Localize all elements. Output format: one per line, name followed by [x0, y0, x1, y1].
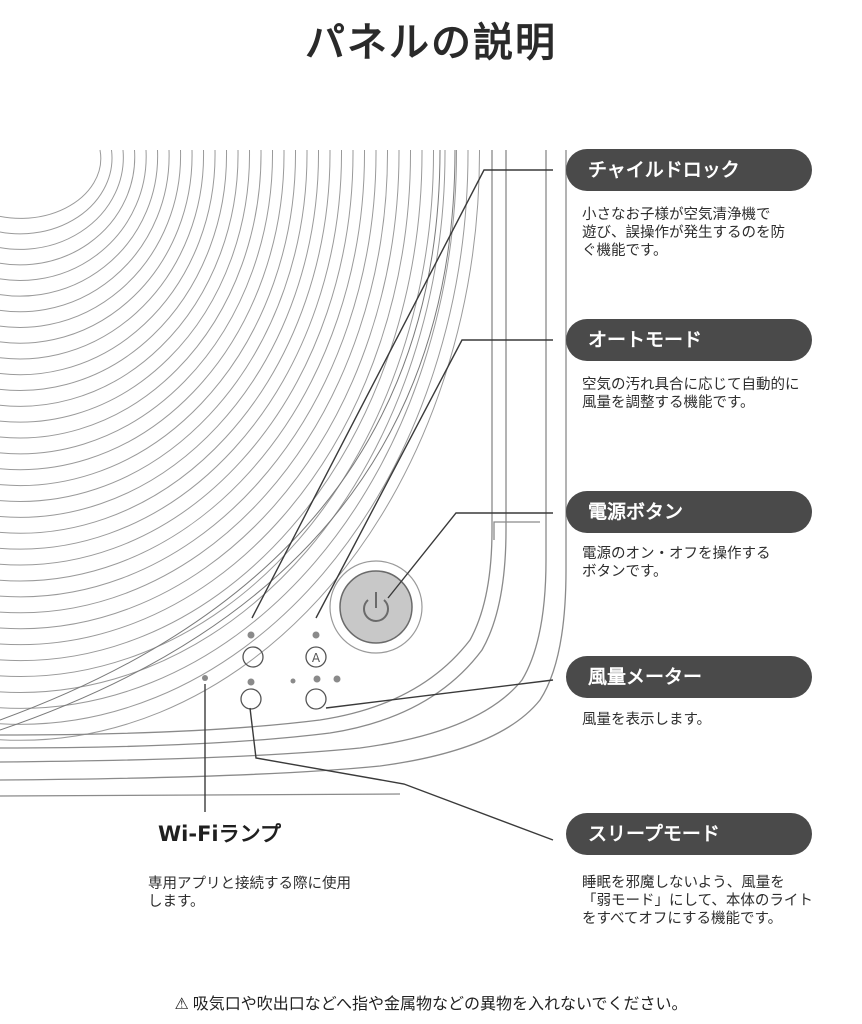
- grille-arc: [0, 149, 389, 614]
- control-panel: A: [202, 560, 423, 710]
- wifi-lamp-description: 専用アプリと接続する際に使用 します。: [148, 876, 351, 910]
- auto-mode-description: 空気の汚れ具合に応じて自動的に 風量を調整する機能です。: [582, 377, 800, 411]
- grille-arc: [0, 149, 446, 693]
- grille-arc: [0, 149, 251, 423]
- grille-arc: [0, 149, 354, 566]
- grille-rim: [0, 149, 441, 721]
- warning-triangle-icon: ⚠: [174, 994, 189, 1013]
- grille-arc: [0, 149, 274, 455]
- grille-arc: [0, 149, 285, 471]
- fan-led-2: [313, 675, 321, 683]
- grille-arc: [0, 149, 435, 677]
- grille-arc: [0, 149, 377, 598]
- grille-arc: [0, 149, 147, 281]
- callout-power-button: 電源ボタン: [566, 491, 812, 533]
- grille-arc: [0, 149, 239, 407]
- callout-child-lock: チャイルドロック: [566, 149, 812, 191]
- sleep-mode-description: 睡眠を邪魔しないよう、風量を 「弱モード」にして、本体のライト をすべてオフにす…: [582, 875, 813, 927]
- grille-arc: [0, 149, 320, 518]
- grille-arc: [0, 149, 102, 219]
- child-lock-icon: [242, 646, 264, 668]
- grille-arc: [0, 149, 366, 582]
- power-button-ring: [329, 560, 423, 654]
- page-title: パネルの説明: [305, 20, 557, 66]
- leader-lines: [204, 169, 554, 841]
- grille-arc: [0, 149, 308, 502]
- warning-text: 吸気口や吹出口などへ指や金属物などの異物を入れないでください。: [192, 994, 688, 1013]
- callout-sleep-mode: スリープモード: [566, 813, 812, 855]
- grille-arc: [0, 149, 113, 235]
- grille-arc: [0, 149, 216, 376]
- grille-arc: [0, 149, 228, 391]
- fan-icon: [305, 688, 327, 710]
- fan-led-1: [290, 678, 296, 684]
- auto-mode-led: [312, 631, 320, 639]
- callout-auto-mode: オートモード: [566, 319, 812, 361]
- grille-arc: [0, 149, 136, 266]
- device-outline: [0, 150, 567, 797]
- child-lock-description: 小さなお子様が空気清浄機で 遊び、誤操作が発生するのを防 ぐ機能です。: [582, 207, 785, 259]
- auto-a-glyph: A: [312, 651, 321, 665]
- fan-led-3: [333, 675, 341, 683]
- grille-arc: [0, 149, 170, 313]
- grille-arc: [0, 149, 400, 630]
- grille-rim: [0, 149, 456, 731]
- grille-arc: [0, 149, 343, 550]
- grille-arc: [0, 149, 297, 487]
- fan-grille: [0, 149, 481, 741]
- sleep-led: [247, 678, 255, 686]
- sleep-moon-icon: [240, 688, 262, 710]
- wifi-lamp-label: Wi-Fiランプ: [158, 822, 281, 846]
- power-icon: [363, 592, 389, 622]
- auto-mode-icon: [305, 646, 327, 668]
- wifi-led: [202, 675, 208, 681]
- grille-arc: [0, 149, 124, 250]
- grille-arc: [0, 149, 331, 534]
- grille-arc: [0, 149, 205, 360]
- grille-arc: [0, 149, 182, 328]
- power-button-description: 電源のオン・オフを操作する ボタンです。: [582, 546, 771, 580]
- grille-arc: [0, 149, 193, 344]
- callout-fan-meter: 風量メーター: [566, 656, 812, 698]
- fan-meter-description: 風量を表示します。: [582, 712, 712, 728]
- grille-arc: [0, 149, 159, 297]
- grille-arc: [0, 149, 469, 725]
- grille-arc: [0, 149, 458, 709]
- grille-arc: [0, 149, 481, 741]
- warning-note: ⚠吸気口や吹出口などへ指や金属物などの異物を入れないでください。: [0, 990, 862, 1014]
- grille-arc: [0, 149, 423, 661]
- grille-arc: [0, 149, 412, 646]
- grille-arc: [0, 149, 262, 439]
- child-lock-led: [247, 631, 255, 639]
